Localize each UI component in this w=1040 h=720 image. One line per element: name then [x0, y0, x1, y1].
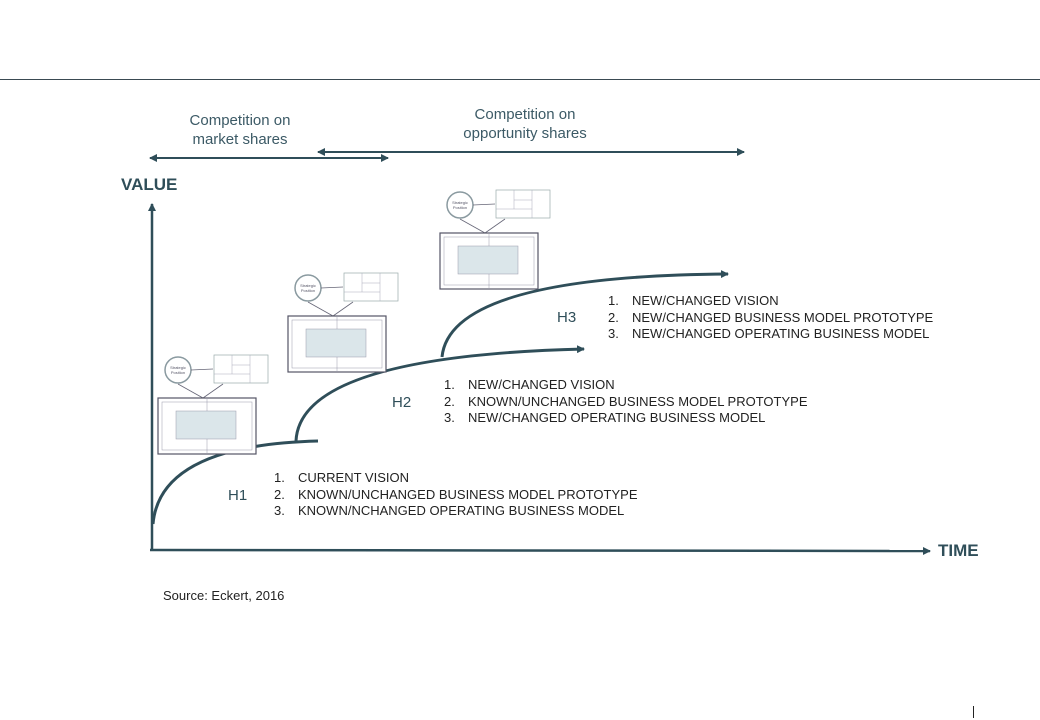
thumb-circle-text-h2-1: Strategic	[300, 283, 316, 288]
thumb-circle-text-h3-1: Strategic	[452, 200, 468, 205]
x-axis	[149, 546, 931, 555]
h1-label: H1	[228, 487, 248, 504]
h1-item-3: 3.KNOWN/NCHANGED OPERATING BUSINESS MODE…	[274, 503, 625, 518]
thumb-circle-text-h1-1: Strategic	[170, 365, 186, 370]
header-opportunity-shares: Competition on opportunity shares	[430, 105, 620, 143]
h1-item-1: 1.CURRENT VISION	[274, 470, 409, 485]
header-opportunity-line-2: opportunity shares	[463, 125, 587, 142]
header-rule	[0, 79, 1040, 80]
header-opportunity-line-1: Competition on	[474, 106, 576, 123]
header-market-line-1: Competition on	[189, 112, 291, 129]
x-axis-label: TIME	[938, 541, 979, 560]
h1-list: 1.CURRENT VISION 2.KNOWN/UNCHANGED BUSIN…	[274, 470, 638, 520]
h2-curve	[294, 345, 585, 442]
h3-label: H3	[557, 309, 577, 326]
thumb-circle-text-h2-2: Position	[301, 288, 315, 293]
h3-item-2: 2.NEW/CHANGED BUSINESS MODEL PROTOTYPE	[608, 309, 934, 325]
h1-item-2: 2.KNOWN/UNCHANGED BUSINESS MODEL PROTOTY…	[274, 486, 638, 502]
h1-curve	[151, 439, 319, 525]
h2-list: 1.NEW/CHANGED VISION 2.KNOWN/UNCHANGED B…	[444, 377, 808, 427]
source-note: Source: Eckert, 2016	[163, 588, 285, 603]
h2-item-2: 2.KNOWN/UNCHANGED BUSINESS MODEL PROTOTY…	[444, 393, 808, 409]
thumb-circle-text-h1-2: Position	[171, 370, 185, 375]
h2-label: H2	[392, 394, 412, 411]
thumb-circle-text-h3-2: Position	[453, 205, 467, 210]
h2-item-3: 3.NEW/CHANGED OPERATING BUSINESS MODEL	[444, 410, 766, 425]
h3-list: 1.NEW/CHANGED VISION 2.NEW/CHANGED BUSIN…	[608, 293, 933, 343]
h3-item-1: 1.NEW/CHANGED VISION	[608, 293, 779, 308]
y-axis-label: VALUE	[121, 175, 178, 194]
header-market-shares: Competition on market shares	[160, 111, 320, 149]
page-marker	[973, 706, 974, 718]
h3-curve	[440, 270, 729, 358]
header-market-line-2: market shares	[192, 131, 288, 148]
h2-item-1: 1.NEW/CHANGED VISION	[444, 377, 615, 392]
h3-item-3: 3.NEW/CHANGED OPERATING BUSINESS MODEL	[608, 326, 930, 341]
